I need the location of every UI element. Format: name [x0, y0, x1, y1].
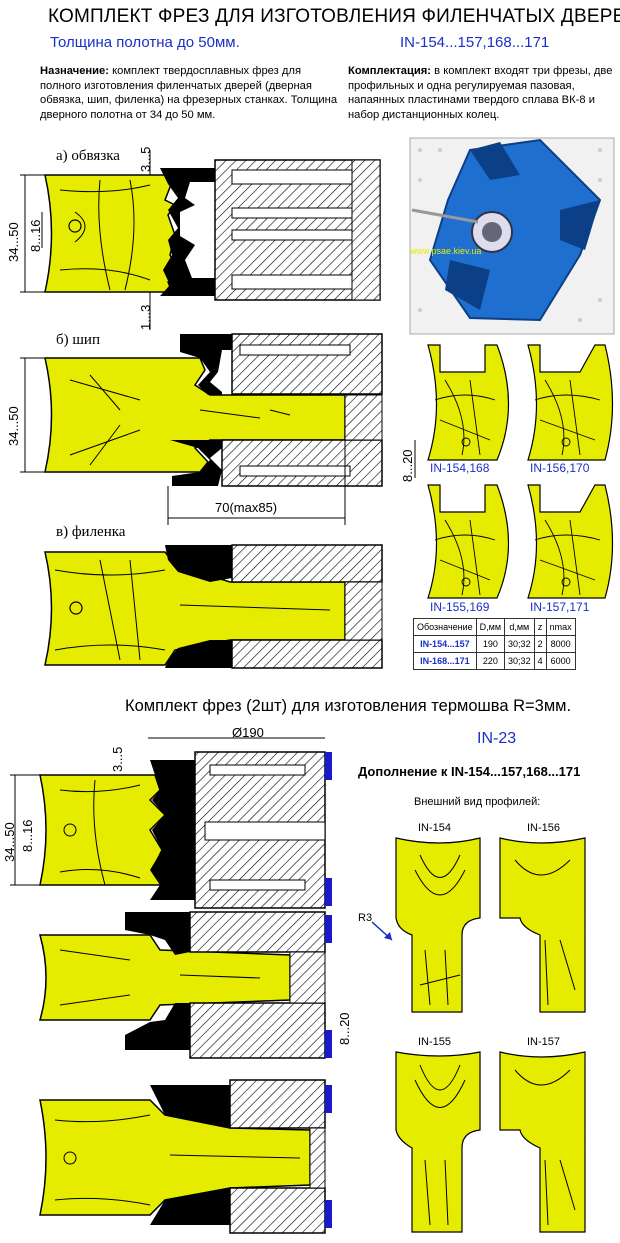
profile-thumb-2 — [527, 344, 614, 461]
table-cell: IN-154...157 — [413, 635, 477, 653]
profile-in156-label: IN-156 — [527, 822, 561, 834]
table-header: z — [533, 618, 547, 636]
purpose-text: комплект твердосплавных фрез для полного… — [40, 65, 338, 121]
appearance-in155 — [395, 1051, 481, 1233]
r3-label: R3 — [358, 912, 373, 924]
profile-label-2: IN-156,170 — [530, 461, 590, 475]
product-codes: IN-154...157,168...171 — [400, 34, 550, 51]
dim-s2-8-16: 8...16 — [20, 819, 35, 852]
diagram-c-filenka — [44, 544, 383, 669]
page-subtitle: Толщина полотна до 50мм. — [50, 34, 240, 51]
cutter-photo — [409, 137, 615, 335]
table-header: D,мм — [475, 618, 506, 636]
cutter-profile-a — [160, 168, 215, 296]
photo-watermark: www.psae.kiev.ua — [410, 246, 482, 256]
table-row: IN-168...171 220 30;32 4 6000 — [413, 652, 576, 670]
section2-title: Комплект фрез (2шт) для изготовления тер… — [125, 697, 572, 715]
profile-thumb-3 — [427, 484, 510, 599]
kit-paragraph: Комплектация: в комплект входят три фрез… — [348, 64, 616, 122]
dim-b-8-20: 8...20 — [400, 449, 415, 482]
section2-appearance: Внешний вид профилей: — [414, 796, 541, 808]
profile-label-4: IN-157,171 — [530, 600, 590, 614]
section2-drawing-top — [10, 737, 332, 909]
kit-text: в комплект входят три фрезы, две профиль… — [348, 65, 613, 121]
section2-drawing-bottom — [39, 1079, 332, 1234]
page-title: КОМПЛЕКТ ФРЕЗ ДЛЯ ИЗГОТОВЛЕНИЯ ФИЛЕНЧАТЫ… — [48, 6, 620, 27]
table-header: nmax — [545, 618, 576, 636]
dim-b-70: 70(max85) — [215, 500, 278, 515]
appearance-in156 — [499, 837, 586, 1013]
diagram-a-obvyazka — [20, 150, 381, 330]
appearance-in157 — [499, 1051, 586, 1233]
wood-workpiece-a — [44, 174, 179, 293]
profile-thumbnails — [427, 344, 614, 599]
kit-label: Комплектация: — [348, 65, 432, 77]
dim-a-8-16: 8...16 — [28, 219, 43, 252]
table-cell: 220 — [475, 652, 506, 670]
table-cell: 2 — [533, 635, 547, 653]
label-b-ship: б) шип — [56, 332, 100, 348]
profile-thumb-4 — [527, 484, 614, 599]
section2-addendum: Дополнение к IN-154...157,168...171 — [358, 764, 581, 779]
table-header-row: Обозначение D,мм d,мм z nmax — [413, 618, 576, 636]
table-cell: 30;32 — [504, 635, 535, 653]
label-a-obvyazka: а) обвязка — [56, 148, 120, 164]
appearance-profiles — [395, 837, 586, 1233]
dim-s2-8-20: 8...20 — [337, 1012, 352, 1045]
table-cell: 4 — [533, 652, 547, 670]
profile-in157-label: IN-157 — [527, 1036, 561, 1048]
section2-drawing-middle — [39, 911, 332, 1059]
section2-code: IN-23 — [477, 730, 517, 747]
dim-s2-3-5: 3...5 — [110, 746, 125, 772]
profile-thumb-1 — [427, 344, 510, 461]
dim-b-34-50: 34...50 — [6, 406, 21, 446]
table-header: d,мм — [504, 618, 535, 636]
table-cell: IN-168...171 — [413, 652, 477, 670]
table-header: Обозначение — [413, 618, 477, 636]
purpose-paragraph: Назначение: комплект твердосплавных фрез… — [40, 64, 340, 122]
dim-a-34-50: 34...50 — [6, 222, 21, 262]
table-cell: 190 — [475, 635, 506, 653]
table-cell: 8000 — [545, 635, 576, 653]
cutter-profile-b2 — [170, 440, 222, 486]
dim-a-3-5: 3...5 — [138, 146, 153, 172]
profile-in155-label: IN-155 — [418, 1036, 452, 1048]
table-cell: 6000 — [545, 652, 576, 670]
dim-s2-dia: Ø190 — [232, 725, 264, 740]
profile-label-3: IN-155,169 — [430, 600, 490, 614]
label-c-filenka: в) филенка — [56, 524, 126, 540]
cutter-profile-b1 — [180, 334, 232, 395]
dim-s2-34-50: 34...50 — [2, 822, 17, 862]
profile-in154-label: IN-154 — [418, 822, 452, 834]
cutter-profile-c — [165, 545, 232, 668]
dim-a-1-3: 1...3 — [138, 304, 153, 330]
spec-table: Обозначение D,мм d,мм z nmax IN-154...15… — [413, 618, 576, 670]
profile-label-1: IN-154,168 — [430, 461, 490, 475]
table-cell: 30;32 — [504, 652, 535, 670]
table-row: IN-154...157 190 30;32 2 8000 — [413, 635, 576, 653]
purpose-label: Назначение: — [40, 65, 109, 77]
appearance-in154 — [395, 837, 481, 1013]
diagram-b-ship — [20, 333, 416, 525]
